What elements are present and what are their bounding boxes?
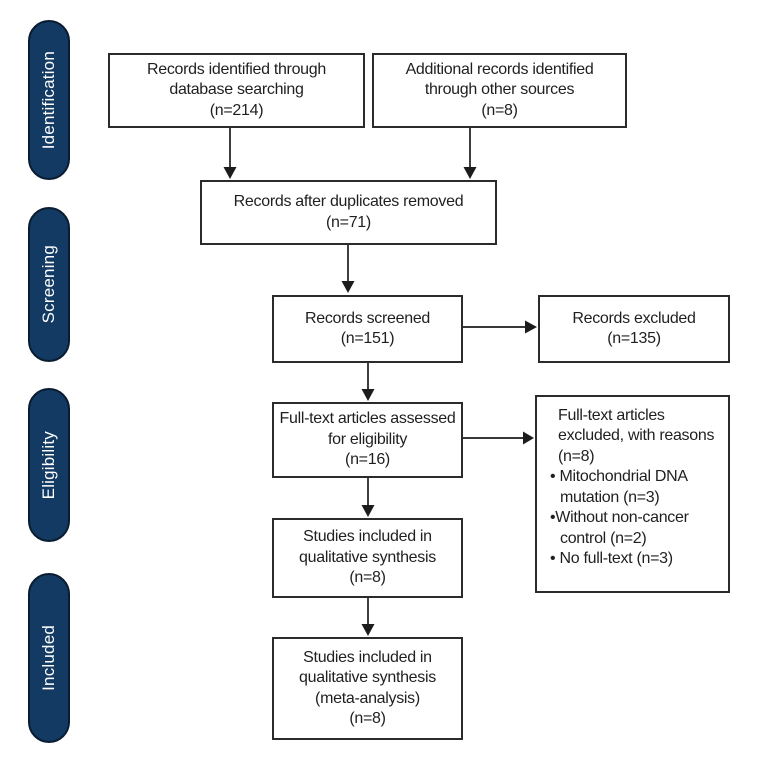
box-fulltext-excluded-title: Full-text articles excluded, with reason… xyxy=(558,407,715,465)
stage-pill-eligibility: Eligibility xyxy=(28,388,70,542)
stage-label-included: Included xyxy=(39,625,58,691)
box-records-screened-text: Records screened (n=151) xyxy=(304,309,431,347)
exclusion-reason-mitochondrial: • Mitochondrial DNA mutation (n=3) xyxy=(550,468,688,506)
stage-pill-screening: Screening xyxy=(28,207,70,362)
arrow-fulltext-to-qualitative xyxy=(361,478,375,517)
box-additional-records: Additional records identified through ot… xyxy=(372,53,627,128)
box-records-identified-text: Records identified through database sear… xyxy=(147,60,326,119)
box-after-duplicates-text: Records after duplicates removed (n=71) xyxy=(233,193,464,231)
stage-pill-identification: Identification xyxy=(28,20,70,180)
arrow-screened-to-fulltext xyxy=(361,363,375,401)
stage-label-screening: Screening xyxy=(39,245,58,324)
box-fulltext-assessed-text: Full-text articles assessed for eligibil… xyxy=(279,410,456,469)
box-records-excluded: Records excluded (n=135) xyxy=(538,295,730,363)
box-records-excluded-text: Records excluded (n=135) xyxy=(572,309,696,347)
stage-label-eligibility: Eligibility xyxy=(39,430,58,500)
arrow-fulltext-to-excluded-reasons xyxy=(463,431,534,445)
arrow-identified-to-duplicates xyxy=(223,128,237,179)
box-qualitative-synthesis: Studies included in qualitative synthesi… xyxy=(272,518,463,598)
box-records-identified: Records identified through database sear… xyxy=(108,53,365,128)
stage-label-identification: Identification xyxy=(39,50,58,150)
arrow-duplicates-to-screened xyxy=(341,245,355,293)
arrow-additional-to-duplicates xyxy=(463,128,477,179)
box-meta-analysis-text: Studies included in qualitative synthesi… xyxy=(299,648,436,727)
exclusion-reason-no-fulltext: • No full-text (n=3) xyxy=(550,550,673,568)
stage-pill-included: Included xyxy=(28,573,70,743)
arrow-screened-to-excluded xyxy=(463,320,537,334)
box-fulltext-excluded: Full-text articles excluded, with reason… xyxy=(535,395,730,593)
exclusion-reason-no-control: •Without non-cancer control (n=2) xyxy=(550,509,689,547)
box-qualitative-synthesis-text: Studies included in qualitative synthesi… xyxy=(299,528,436,587)
arrow-qualitative-to-meta xyxy=(361,598,375,636)
box-records-screened: Records screened (n=151) xyxy=(272,295,463,363)
box-meta-analysis: Studies included in qualitative synthesi… xyxy=(272,637,463,740)
box-after-duplicates: Records after duplicates removed (n=71) xyxy=(200,180,497,245)
box-fulltext-assessed: Full-text articles assessed for eligibil… xyxy=(272,402,463,478)
box-additional-records-text: Additional records identified through ot… xyxy=(405,60,594,119)
